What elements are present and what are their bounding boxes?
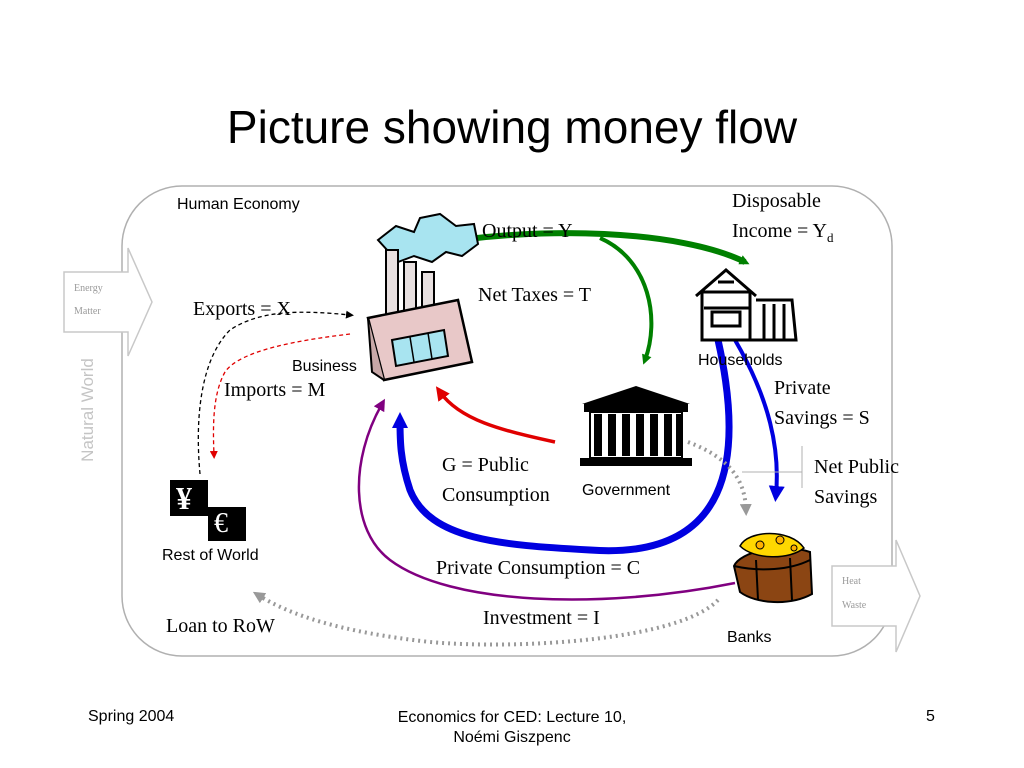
factory-icon (366, 212, 480, 382)
public-consumption-label-2: Consumption (442, 484, 550, 506)
footer-course: Economics for CED: Lecture 10, Noémi Gis… (312, 708, 712, 748)
loan-to-row-label: Loan to RoW (166, 615, 275, 637)
private-savings-label-2: Savings = S (774, 407, 870, 429)
business-label: Business (292, 358, 357, 375)
waste-label: Waste (842, 600, 867, 611)
private-consumption-arrow (392, 339, 733, 555)
net-taxes-label: Net Taxes = T (478, 284, 592, 306)
currency-icon (170, 480, 246, 541)
disposable-label: Disposable (732, 190, 821, 212)
disposable-income-label: Income = Yd (732, 220, 834, 245)
households-label: Households (698, 352, 783, 369)
rest-of-world-label: Rest of World (162, 547, 259, 564)
heat-waste-arrow (831, 539, 921, 653)
house-icon (695, 268, 798, 342)
net-taxes-arrow (599, 236, 654, 365)
private-savings-arrow (733, 338, 785, 502)
government-building-icon (580, 386, 692, 466)
net-public-savings-label-2: Savings (814, 486, 878, 508)
imports-label: Imports = M (224, 379, 326, 401)
exports-label: Exports = X (193, 298, 291, 320)
page-number: 5 (926, 708, 935, 725)
public-consumption-label-1: G = Public (442, 454, 529, 476)
euro-symbol: € (214, 508, 228, 539)
heat-label: Heat (842, 576, 861, 587)
banks-label: Banks (727, 629, 772, 646)
government-consumption-arrow (435, 386, 556, 444)
private-consumption-label: Private Consumption = C (436, 557, 641, 579)
investment-arrow (357, 398, 736, 601)
government-label: Government (582, 482, 671, 499)
net-public-savings-arrow (687, 440, 752, 516)
slide-title: Picture showing money flow (226, 101, 798, 153)
private-savings-label-1: Private (774, 377, 831, 399)
investment-label: Investment = I (483, 607, 600, 629)
human-economy-boundary (121, 185, 893, 657)
net-public-savings-label-1: Net Public (814, 456, 899, 478)
footer-course-line2: Noémi Giszpenc (453, 729, 571, 746)
treasure-chest-icon (732, 532, 814, 604)
imports-arrow (209, 333, 351, 459)
footer-date: Spring 2004 (88, 708, 175, 725)
output-label: Output = Y (482, 220, 573, 242)
footer-course-line1: Economics for CED: Lecture 10, (397, 709, 627, 726)
yen-symbol: ¥ (176, 480, 192, 516)
natural-world-label: Natural World (78, 358, 97, 462)
matter-label: Matter (74, 306, 101, 317)
energy-matter-arrow (63, 247, 153, 357)
human-economy-label: Human Economy (177, 196, 300, 213)
net-public-bracket (742, 446, 803, 488)
energy-label: Energy (74, 283, 103, 294)
